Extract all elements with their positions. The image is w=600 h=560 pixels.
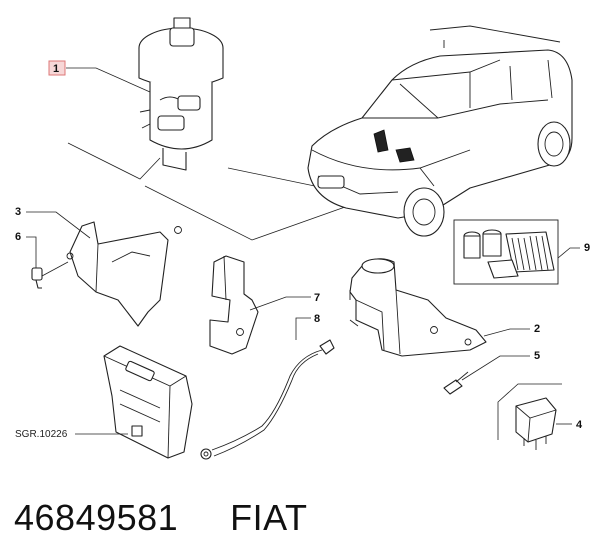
svg-text:8: 8 [314,313,320,325]
callout-4[interactable]: 4 [556,419,583,431]
fuel-filter-part [138,17,224,171]
brand-name: FIAT [230,497,308,538]
part-number: 46849581 [14,497,179,538]
relay-part [497,383,562,450]
ground-cable-part [200,339,335,460]
callout-8[interactable]: 8 [295,313,320,340]
callout-5[interactable]: 5 [461,350,540,381]
callout-3[interactable]: 3 [15,206,91,239]
svg-text:3: 3 [15,206,21,218]
screw-part [443,371,469,395]
clamp-bracket-part [209,255,259,355]
control-unit-part [103,345,193,459]
bolt-part [31,261,69,289]
svg-text:7: 7 [314,292,320,304]
callout-2[interactable]: 2 [483,323,540,337]
filter-kit-part [453,219,559,285]
svg-text:5: 5 [534,350,540,362]
callout-7[interactable]: 7 [249,292,320,311]
parts-diagram: 1 3 6 7 8 2 5 4 9 SGR.10226 [15,17,590,460]
svg-text:9: 9 [584,242,590,254]
drawing-reference: SGR.10226 [15,429,128,440]
mounting-bracket-part [66,221,182,327]
vehicle-illustration [307,25,573,237]
callout-1[interactable]: 1 [48,60,151,93]
support-bracket-part [349,258,487,357]
svg-text:4: 4 [576,419,583,431]
svg-text:SGR.10226: SGR.10226 [15,429,68,440]
svg-text:1: 1 [53,63,59,75]
callout-6[interactable]: 6 [15,231,37,268]
footer: 46849581 FIAT [14,488,308,548]
svg-text:2: 2 [534,323,540,335]
callout-9[interactable]: 9 [557,242,590,259]
svg-text:6: 6 [15,231,21,243]
